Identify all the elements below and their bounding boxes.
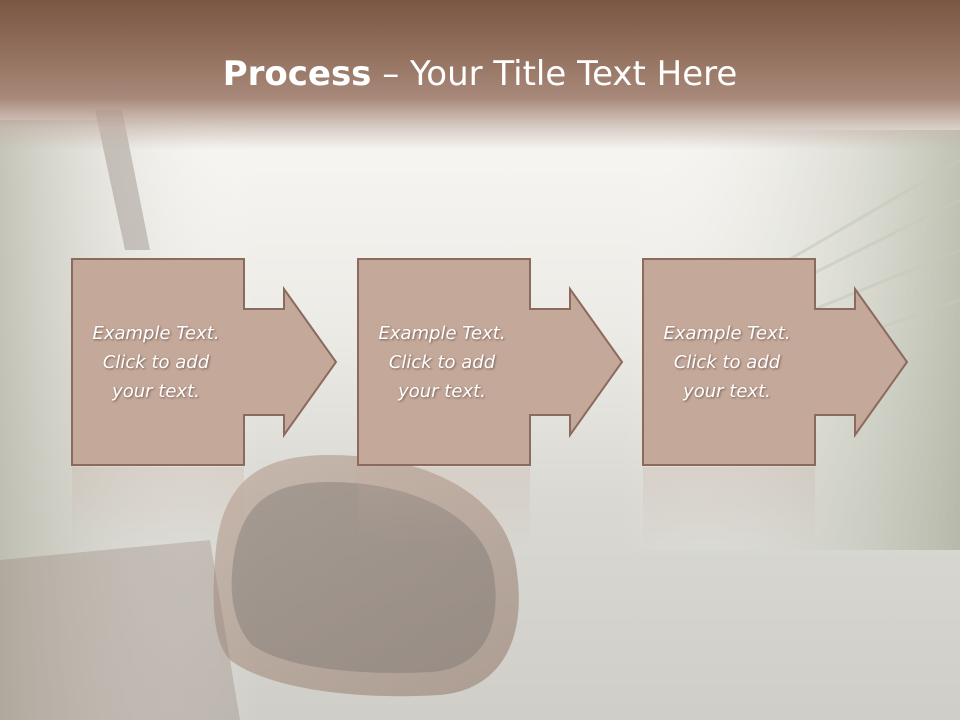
title-rest: – Your Title Text Here xyxy=(371,54,738,94)
slide-title[interactable]: Process – Your Title Text Here xyxy=(0,52,960,96)
title-bar xyxy=(0,0,960,150)
process-step-2-reflection xyxy=(358,467,530,547)
process-step-2-shape[interactable] xyxy=(356,257,626,467)
process-step-3-text[interactable]: Example Text. Click to add your text. xyxy=(663,322,791,402)
process-step-3-shape[interactable] xyxy=(641,257,911,467)
process-step-1-text[interactable]: Example Text. Click to add your text. xyxy=(92,322,220,402)
process-step-1-shape[interactable] xyxy=(70,257,340,467)
process-step-1-reflection xyxy=(72,467,244,547)
process-step-3-reflection xyxy=(643,467,815,547)
process-step-2-text[interactable]: Example Text. Click to add your text. xyxy=(378,322,506,402)
title-bold: Process xyxy=(222,54,372,94)
